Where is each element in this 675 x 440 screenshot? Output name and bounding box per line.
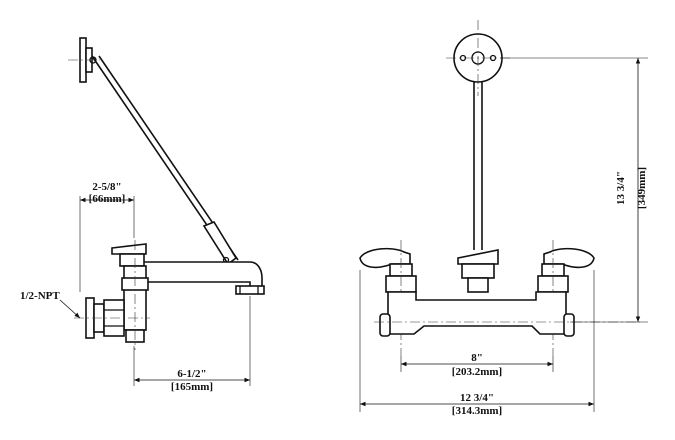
dim-bottom-in: 6-1/2": [177, 368, 207, 380]
dim-top-mm: [66mm]: [88, 193, 126, 205]
support-rod: [91, 55, 239, 266]
side-dimensions: [59, 196, 251, 386]
dim-top-in: 2-5/8": [92, 181, 122, 193]
dim-height-mm: [349mm]: [636, 166, 648, 210]
side-view: [59, 37, 265, 386]
side-valve: [111, 240, 149, 350]
front-spout-connector: [457, 249, 499, 293]
wall-flange-top: [68, 37, 100, 83]
dim-center-in: 8": [471, 352, 483, 364]
dim-center-mm: [203.2mm]: [451, 366, 503, 378]
front-rod: [473, 82, 483, 250]
side-spout: [142, 261, 265, 295]
front-view: [359, 20, 648, 412]
front-body: [374, 291, 640, 337]
dim-overall-in: 12 3/4": [460, 392, 494, 404]
side-inlet: [74, 297, 150, 339]
dim-bottom-mm: [165mm]: [170, 381, 214, 393]
dim-overall-mm: [314.3mm]: [451, 405, 503, 417]
front-dimensions: [359, 57, 648, 412]
front-handle-left: [359, 240, 417, 356]
front-handle-right: [537, 240, 595, 356]
dim-height-in: 13 3/4": [615, 171, 627, 205]
thread-label: 1/2-NPT: [20, 290, 60, 302]
